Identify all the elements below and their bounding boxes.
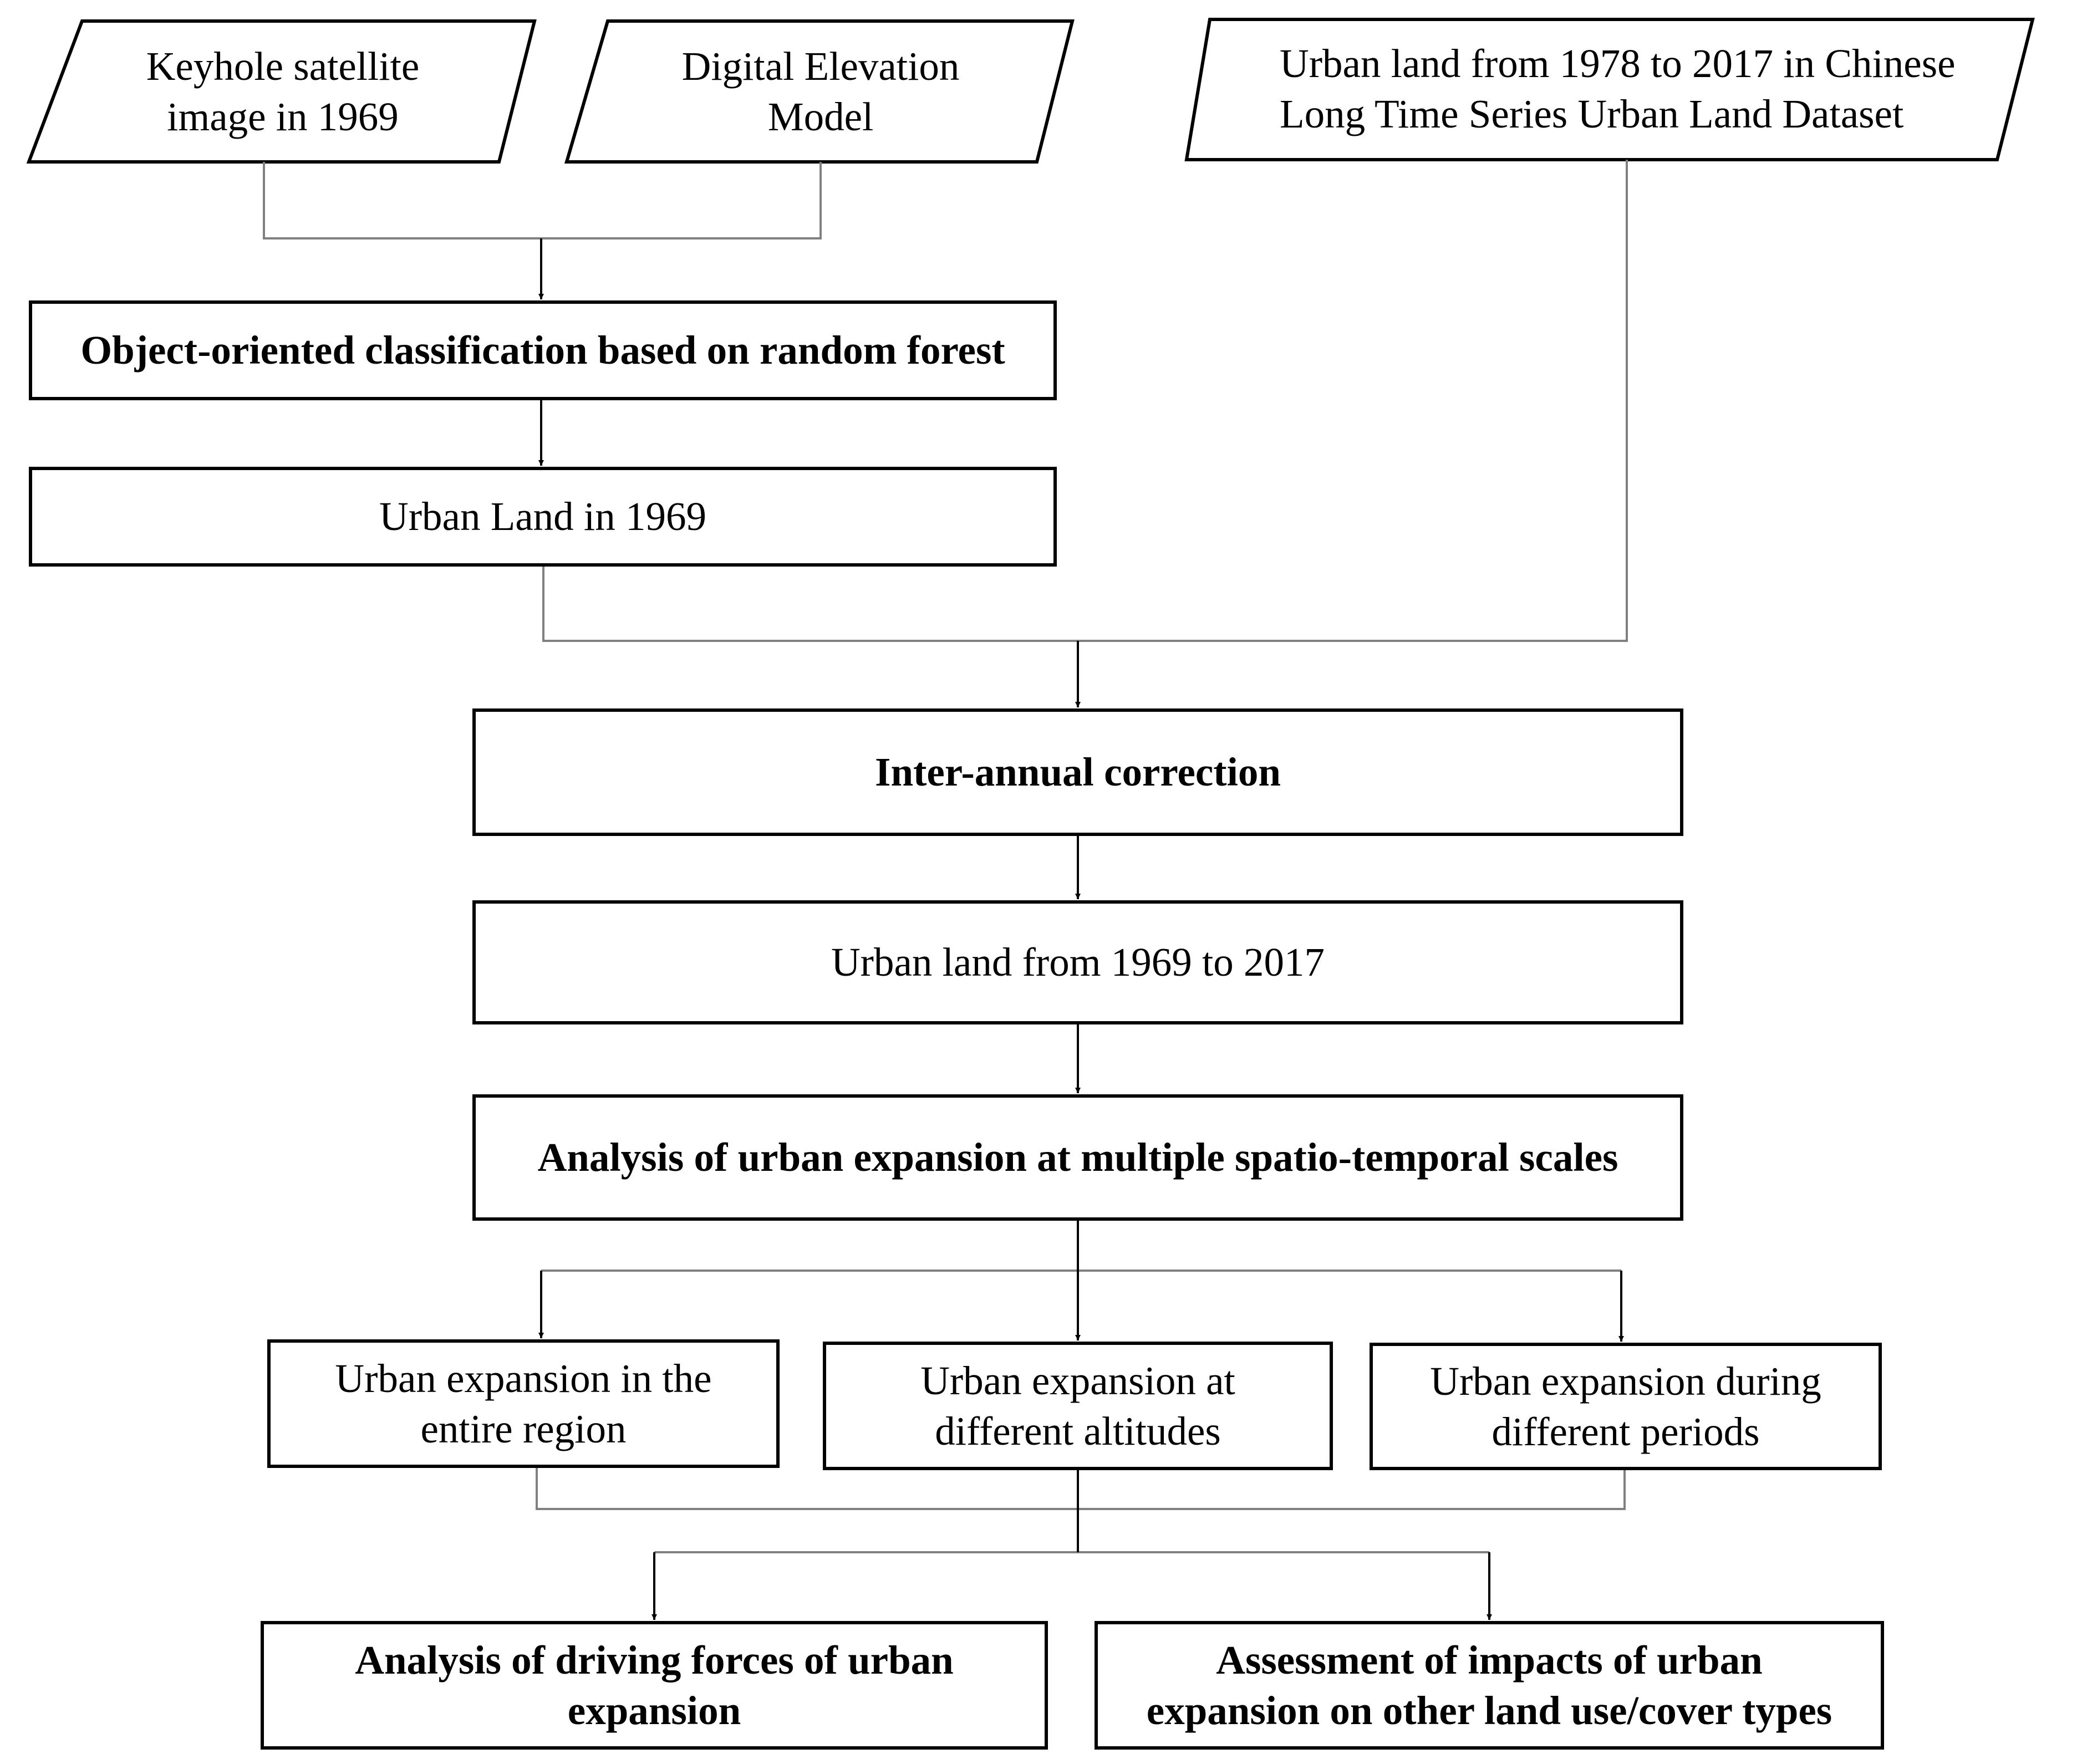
step-analysis-multiscale: Analysis of urban expansion at multiple … [472,1094,1683,1221]
branch-altitudes: Urban expansion at different altitudes [823,1342,1333,1470]
step-urban-1969-2017: Urban land from 1969 to 2017 [472,900,1683,1024]
input-dem-label: Digital Elevation Model [681,43,960,139]
output-driving-forces-label: Analysis of driving forces of urban expa… [355,1637,954,1733]
step-analysis-multiscale-label: Analysis of urban expansion at multiple … [537,1135,1618,1180]
step-urban-1969-2017-label: Urban land from 1969 to 2017 [831,940,1325,985]
branch-periods: Urban expansion during different periods [1370,1343,1882,1470]
input-clud-label: Urban land from 1978 to 2017 in Chinese … [1280,40,1956,136]
input-clud: Urban land from 1978 to 2017 in Chinese … [1280,30,1978,147]
step-correction: Inter-annual correction [472,708,1683,836]
input-keyhole-shape [26,19,537,164]
branch-entire-region-label: Urban expansion in the entire region [335,1355,712,1451]
branch-periods-label: Urban expansion during different periods [1430,1358,1821,1454]
branch-entire-region: Urban expansion in the entire region [267,1339,780,1468]
arrows [538,238,1624,1620]
input-dem: Digital Elevation Model [610,33,1031,150]
connector-urban1969-clud [542,160,1628,642]
step-urban-1969: Urban Land in 1969 [29,467,1057,567]
output-driving-forces: Analysis of driving forces of urban expa… [261,1621,1048,1750]
input-clud-shape [1184,18,2035,161]
input-keyhole-label: Keyhole satellite image in 1969 [146,43,420,139]
step-classification: Object-oriented classification based on … [29,300,1057,400]
input-keyhole: Keyhole satellite image in 1969 [83,33,482,150]
step-urban-1969-label: Urban Land in 1969 [379,494,706,539]
step-correction-label: Inter-annual correction [875,750,1281,795]
connector-branch-merge [536,1465,1626,1510]
output-impacts-label: Assessment of impacts of urban expansion… [1146,1637,1833,1733]
input-dem-shape [564,19,1075,164]
output-impacts: Assessment of impacts of urban expansion… [1095,1621,1884,1750]
step-classification-label: Object-oriented classification based on … [80,328,1005,373]
connector-keyhole-dem [263,162,822,239]
branch-altitudes-label: Urban expansion at different altitudes [920,1358,1235,1454]
